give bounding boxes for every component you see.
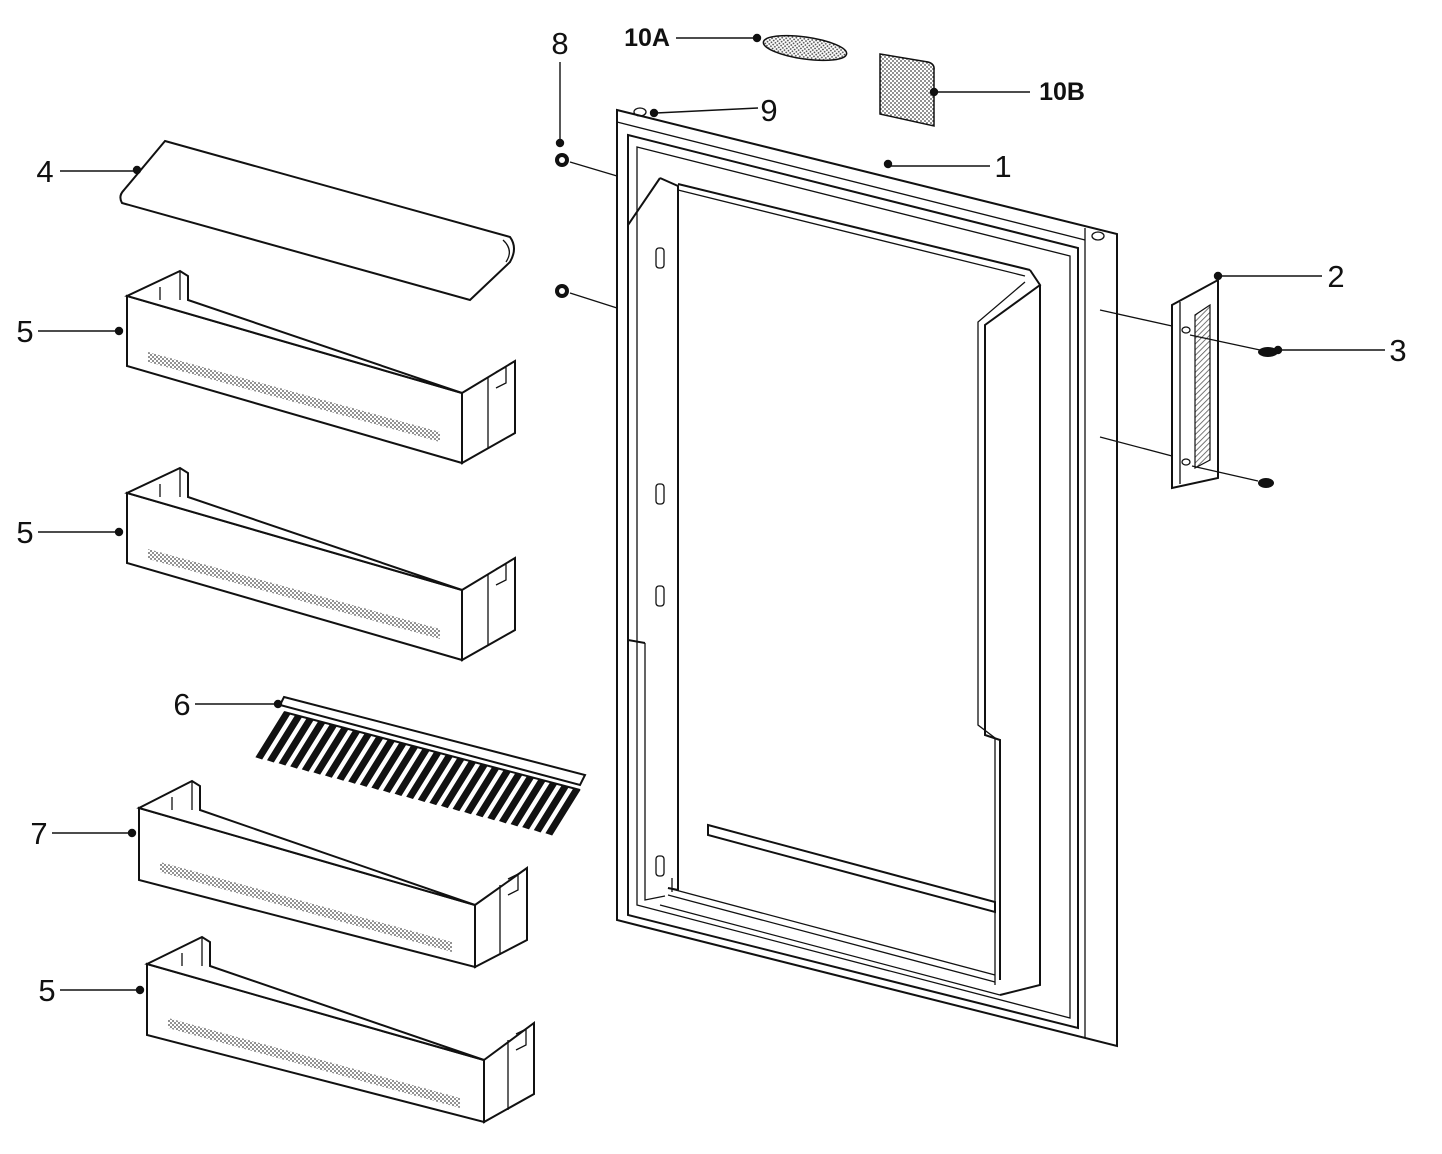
callout-10a: 10A — [624, 24, 670, 52]
handle-screw-top — [1189, 334, 1278, 357]
rack-tooth — [522, 781, 558, 830]
callout-9: 9 — [760, 93, 777, 128]
rack-tooth — [475, 769, 512, 818]
rack-tooth — [336, 732, 372, 781]
rack-tooth — [452, 763, 488, 812]
rack-tooth — [533, 784, 570, 833]
rack-tooth — [324, 729, 361, 778]
callout-8: 8 — [551, 26, 568, 61]
door-bin-middle — [124, 466, 516, 662]
rack-tooth — [266, 714, 303, 763]
rack-tooth — [498, 775, 535, 824]
bottle-rack — [255, 695, 587, 836]
rack-tooth — [278, 717, 314, 766]
rack-tooth — [417, 754, 454, 803]
callout-5-middle: 5 — [16, 515, 33, 550]
callout-4: 4 — [36, 154, 53, 189]
door-bin-dairy — [136, 779, 528, 969]
rack-tooth — [429, 757, 465, 806]
rack-tooth — [510, 778, 546, 827]
door-bin-upper — [124, 269, 516, 465]
rack-tooth — [487, 772, 523, 821]
rack-tooth — [255, 711, 291, 760]
handle-screw-bottom — [1191, 465, 1274, 488]
callout-5-upper: 5 — [16, 314, 33, 349]
rack-tooth — [545, 787, 581, 836]
filter-oval-10a — [762, 34, 848, 62]
rack-tooth — [382, 744, 419, 793]
door-plug-lower — [555, 284, 618, 309]
rack-tooth — [359, 738, 396, 787]
rack-tooth — [348, 735, 384, 784]
callout-6: 6 — [173, 687, 190, 722]
door-plug-upper — [555, 153, 618, 177]
rack-tooth — [394, 748, 430, 796]
dairy-cover — [119, 139, 515, 302]
rack-tooth — [313, 726, 349, 775]
leader-lines — [38, 33, 1385, 995]
rack-tooth — [290, 720, 326, 769]
callout-1: 1 — [994, 149, 1011, 184]
callout-3: 3 — [1389, 333, 1406, 368]
callout-5-lower: 5 — [38, 973, 55, 1008]
rack-tooth — [440, 760, 477, 809]
door-bin-lower — [144, 935, 535, 1124]
filter-square-10b — [879, 53, 935, 127]
callout-7: 7 — [30, 816, 47, 851]
callout-10b: 10B — [1039, 78, 1085, 106]
rack-tooth — [301, 723, 338, 772]
door-handle — [1099, 278, 1219, 490]
door-panel — [616, 107, 1118, 1048]
rack-tooth — [406, 751, 442, 799]
rack-tooth — [464, 766, 500, 815]
callout-2: 2 — [1327, 259, 1344, 294]
rack-tooth — [371, 741, 407, 790]
